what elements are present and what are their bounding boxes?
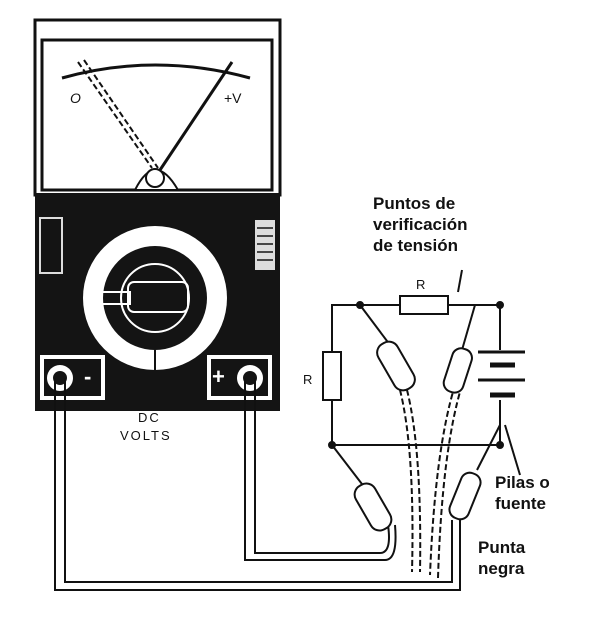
black-probe-label-line: Punta [478, 538, 526, 557]
scale-plus-label: +V [224, 90, 242, 106]
test-points-line: Puntos de [373, 194, 456, 213]
needle-zero [77, 61, 153, 169]
range-label-dc: DC [138, 410, 161, 425]
needle [158, 61, 234, 171]
resistor-left-label: R [303, 372, 313, 387]
resistor-top-label: R [416, 277, 426, 292]
zero-adjust-screw[interactable] [145, 168, 165, 188]
black-probe-label: Punta negra [478, 537, 525, 579]
battery-label-line: Pilas o [495, 473, 550, 492]
range-knob[interactable] [127, 281, 189, 313]
resistor-left [322, 351, 342, 401]
test-points-label: Puntos de verificación de tensión [373, 193, 468, 256]
positive-jack-label: + [212, 364, 225, 389]
test-leads [54, 378, 463, 591]
resistor-top [399, 295, 449, 315]
test-points-line: verificación [373, 215, 468, 234]
circuit [322, 269, 525, 476]
black-probe-label-line: negra [478, 559, 525, 578]
battery-label: Pilas o fuente [495, 472, 550, 514]
range-label-volts: VOLTS [120, 428, 172, 443]
probes [331, 304, 501, 532]
scale-zero-label: O [70, 90, 81, 106]
battery-label-line: fuente [495, 494, 546, 513]
multimeter-body [33, 18, 282, 411]
test-points-line: de tensión [373, 236, 459, 255]
negative-jack-label: - [84, 364, 92, 389]
